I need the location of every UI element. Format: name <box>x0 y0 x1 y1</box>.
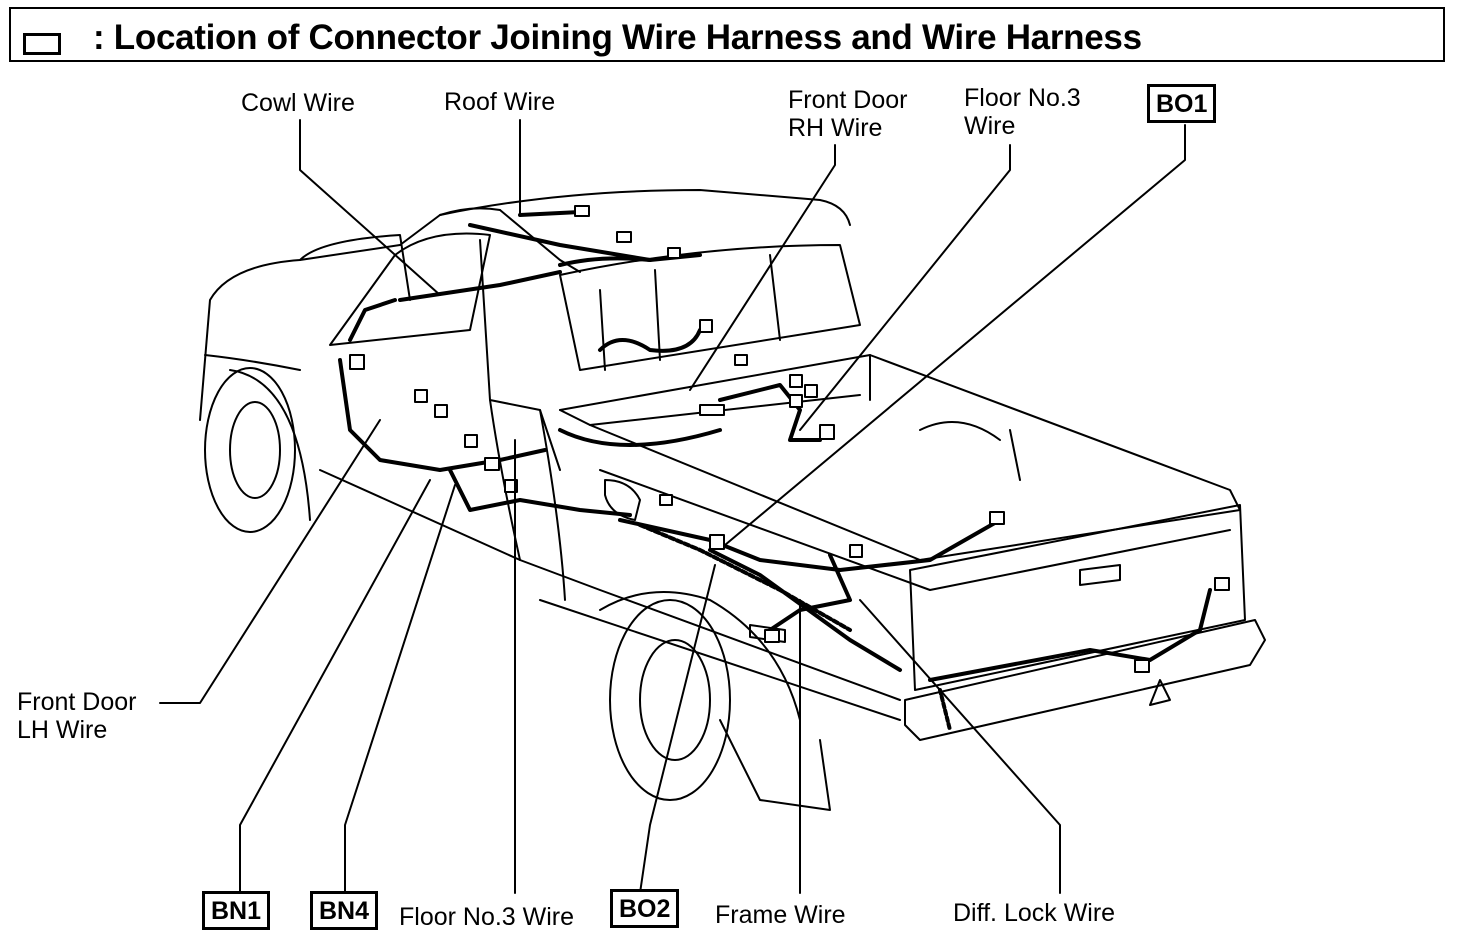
connector-code-bn4: BN4 <box>310 891 379 930</box>
label-front-door-lh-wire-line1: Front Door <box>17 688 137 716</box>
leader-lines <box>159 119 1186 894</box>
connector-blocks <box>349 205 1230 673</box>
label-floor-no3-wire-top-line1: Floor No.3 <box>964 84 1081 112</box>
square-outline-icon <box>23 33 61 55</box>
label-roof-wire: Roof Wire <box>444 88 556 116</box>
wire-harness-lines <box>338 210 1212 732</box>
connector-code-bo1: BO1 <box>1147 84 1217 123</box>
label-floor-no3-wire-bottom: Floor No.3 Wire <box>399 903 575 931</box>
connector-code-bn1: BN1 <box>202 891 271 930</box>
label-diff-lock-wire: Diff. Lock Wire <box>953 899 1116 927</box>
label-front-door-rh-wire-line2: RH Wire <box>788 114 883 142</box>
label-front-door-lh-wire-line2: LH Wire <box>17 716 108 744</box>
label-front-door-rh-wire-line1: Front Door <box>788 86 908 114</box>
truck-body-outline <box>199 189 1266 811</box>
label-floor-no3-wire-top-line2: Wire <box>964 112 1016 140</box>
title-bar: : Location of Connector Joining Wire Har… <box>9 7 1445 62</box>
label-cowl-wire: Cowl Wire <box>241 89 355 117</box>
label-frame-wire: Frame Wire <box>715 901 846 929</box>
page-title: : Location of Connector Joining Wire Har… <box>93 18 1142 57</box>
connector-code-bo2: BO2 <box>610 889 680 928</box>
